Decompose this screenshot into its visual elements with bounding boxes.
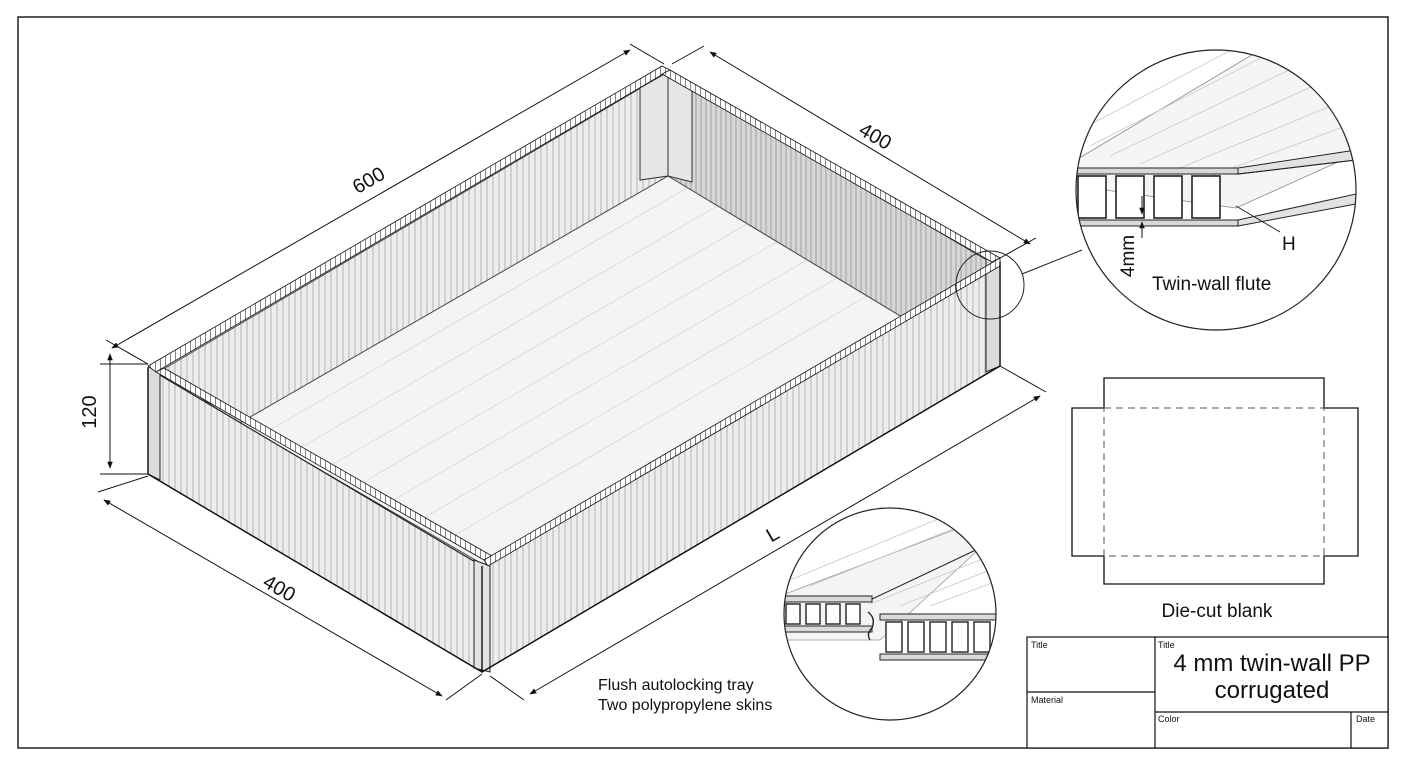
dim-width-top: 400: [855, 119, 895, 155]
dim-length-top: 600: [349, 163, 389, 199]
title-block-material-label: Material: [1031, 695, 1063, 705]
detail-thickness-label: 4mm: [1118, 235, 1139, 277]
detail-flute-view: [1075, 49, 1357, 331]
title-block-date-label: Date: [1356, 714, 1375, 724]
dim-length-bottom: L: [763, 522, 784, 547]
sheet-border: [17, 16, 1389, 749]
detail-leader-line: [1021, 249, 1083, 275]
dimension-lines: [97, 43, 1047, 701]
title-block: [1026, 636, 1389, 749]
title-block-title-line-2: corrugated: [1215, 677, 1330, 704]
title-block-title-label-left: Title: [1031, 640, 1048, 650]
note-line-2: Two polypropylene skins: [598, 697, 772, 714]
detail-flute-caption: Twin-wall flute: [1152, 274, 1271, 295]
title-block-color-label: Color: [1158, 714, 1180, 724]
title-block-title-label: Title: [1158, 640, 1175, 650]
title-block-title-line-1: 4 mm twin-wall PP: [1173, 650, 1370, 677]
dim-height: 120: [79, 395, 101, 428]
detail-h-label: H: [1282, 234, 1296, 255]
detail-callout-circle: [955, 250, 1025, 320]
detail-lock-view: [783, 507, 997, 721]
blank-caption: Die-cut blank: [1162, 601, 1273, 622]
die-cut-blank: [1071, 377, 1359, 585]
note-line-1: Flush autolocking tray: [598, 677, 754, 694]
dim-width-bottom: 400: [259, 571, 299, 607]
